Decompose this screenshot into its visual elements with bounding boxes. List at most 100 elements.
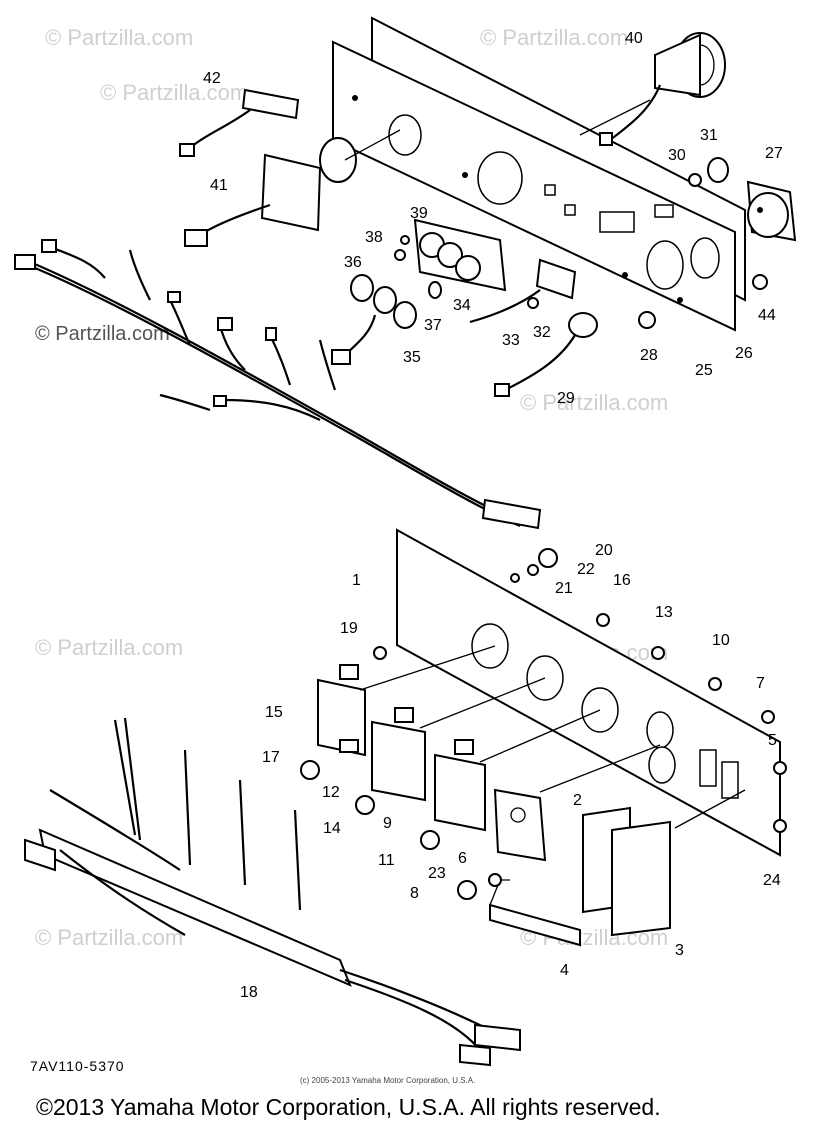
nut-part-8	[457, 880, 477, 900]
screw-part-24	[773, 819, 787, 833]
nut-part-20	[538, 548, 558, 568]
harness-plug	[167, 291, 181, 303]
connector-block-32	[469, 258, 577, 324]
bulb-part-38	[394, 249, 406, 261]
callout-35: 35	[403, 349, 421, 366]
panel-hole	[646, 711, 674, 749]
leader-line	[539, 744, 661, 793]
callout-44: 44	[758, 307, 776, 324]
knob-part-31	[707, 157, 729, 183]
harness-plug	[24, 838, 56, 872]
switch-block-34	[413, 218, 507, 292]
panel-hole	[648, 746, 676, 784]
callout-28: 28	[640, 347, 658, 364]
callout-13: 13	[655, 604, 673, 621]
callout-24: 24	[763, 872, 781, 889]
callout-11: 11	[378, 852, 395, 869]
screw-part-16	[596, 613, 610, 627]
callout-14: 14	[323, 820, 341, 837]
callout-38: 38	[365, 229, 383, 246]
callout-29: 29	[557, 390, 575, 407]
callout-2: 2	[573, 792, 582, 809]
callout-18: 18	[240, 984, 258, 1001]
panel-slot	[721, 761, 739, 799]
clip-part-23	[488, 873, 502, 887]
panel-hole	[646, 240, 684, 290]
leader-line	[579, 99, 651, 136]
callout-12: 12	[322, 784, 340, 801]
screw-part-7	[761, 710, 775, 724]
leader-line	[479, 709, 601, 763]
nut-part-28	[638, 311, 656, 329]
leader-line	[359, 645, 496, 691]
panel-hole	[477, 151, 523, 205]
nut-part-17	[300, 760, 320, 780]
nut-part-44	[752, 274, 768, 290]
callout-23: 23	[428, 865, 446, 882]
callout-5: 5	[768, 732, 777, 749]
watermark-layer: © Partzilla.com © Partzilla.com © Partzi…	[35, 25, 668, 950]
screw-hole	[677, 297, 683, 303]
callout-16: 16	[613, 572, 631, 589]
panel-hole	[690, 237, 720, 279]
callout-37: 37	[424, 317, 442, 334]
callout-39: 39	[410, 205, 428, 222]
panel-hole	[388, 114, 422, 156]
gauge-part-40	[599, 32, 726, 146]
switch-part-9	[434, 739, 486, 832]
lower-panel-assembly	[24, 528, 787, 1067]
screw-part-5	[773, 761, 787, 775]
watermark-text: © Partzilla.com	[480, 25, 628, 50]
watermark-text: © Partzilla.com	[35, 925, 183, 950]
callout-21: 21	[555, 580, 573, 597]
harness-plug	[14, 254, 36, 270]
screw-part-13	[651, 646, 665, 660]
panel-slot	[699, 749, 717, 787]
panel-slot	[654, 204, 674, 218]
screw-hole	[352, 95, 358, 101]
callout-8: 8	[410, 885, 419, 902]
callout-10: 10	[712, 632, 730, 649]
panel-slot	[544, 184, 556, 196]
nut-part-11	[420, 830, 440, 850]
callout-7: 7	[756, 675, 765, 692]
screw-part-19	[373, 646, 387, 660]
leader-line	[344, 129, 401, 161]
drawing-code: 7AV110-5370	[30, 1058, 125, 1074]
harness-end-connector	[481, 498, 542, 530]
callout-19: 19	[340, 620, 358, 637]
callout-20: 20	[595, 542, 613, 559]
switch-part-12	[371, 707, 426, 802]
leader-line	[419, 677, 546, 729]
screw-hole	[462, 172, 468, 178]
screw-part-39	[400, 235, 410, 245]
callout-9: 9	[383, 815, 392, 832]
harness-end-connector	[474, 1023, 521, 1052]
lamp-sockets-35-36	[331, 274, 417, 365]
screw-part-10	[708, 677, 722, 691]
meter-part-27	[746, 180, 797, 242]
callout-30: 30	[668, 147, 686, 164]
callout-4: 4	[560, 962, 569, 979]
harness-plug	[217, 317, 233, 331]
callout-33: 33	[502, 332, 520, 349]
callout-15: 15	[265, 704, 283, 721]
watermark-text: © Partzilla.com	[45, 25, 193, 50]
switch-part-41	[184, 137, 357, 247]
small-copyright: (c) 2005-2013 Yamaha Motor Corporation, …	[300, 1076, 476, 1085]
callout-34: 34	[453, 297, 471, 314]
watermark-text-dark: © Partzilla.com	[35, 323, 170, 345]
breaker-part-2-3	[582, 806, 671, 937]
harness-plug	[265, 327, 277, 341]
watermark-text: © Partzilla.com	[520, 390, 668, 415]
washer-part-22	[527, 564, 539, 576]
panel-hole	[471, 623, 509, 669]
callout-22: 22	[577, 561, 595, 578]
panel-slot	[599, 211, 635, 233]
callout-1: 1	[352, 572, 361, 589]
callout-32: 32	[533, 324, 551, 341]
switch-part-6	[493, 788, 547, 862]
callout-25: 25	[695, 362, 713, 379]
